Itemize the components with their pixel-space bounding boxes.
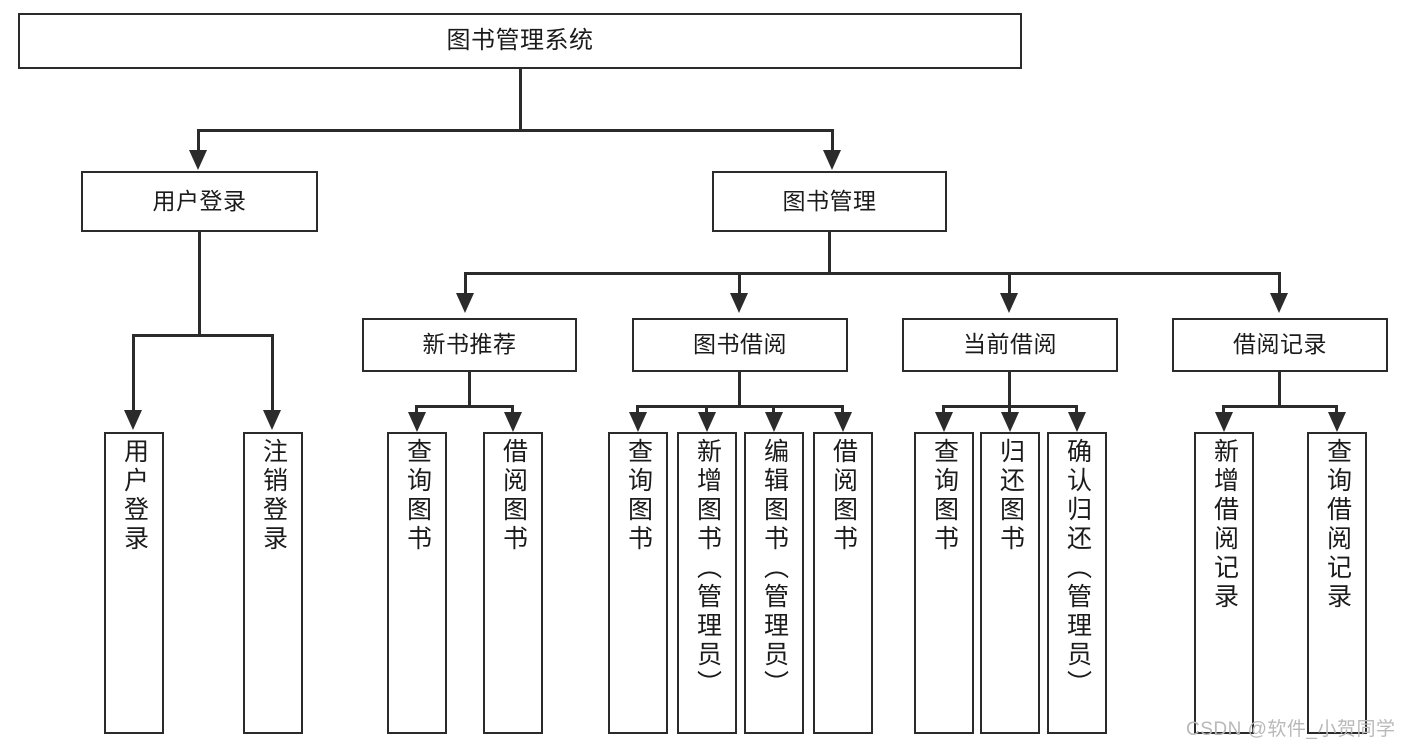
node-leaf-edit-book[interactable]: 编辑图书（管理员） xyxy=(744,432,804,734)
arrowhead-leaf-query-book-1 xyxy=(408,412,426,432)
node-leaf-return-book[interactable]: 归还图书 xyxy=(980,432,1040,734)
arrowhead-to-borrow-record xyxy=(1270,293,1288,313)
node-leaf-query-book-1[interactable]: 查询图书 xyxy=(387,432,447,734)
connector-to-user-login xyxy=(197,129,200,154)
arrowhead-leaf-borrow-book-2 xyxy=(834,412,852,432)
connector-borrow-record-bus xyxy=(1222,405,1338,408)
node-leaf-query-book-3[interactable]: 查询图书 xyxy=(914,432,974,734)
connector-current-borrow-child-1 xyxy=(942,405,945,415)
connector-to-book-borrow xyxy=(738,272,741,297)
arrowhead-leaf-return-book xyxy=(1001,412,1019,432)
connector-to-book-management xyxy=(831,129,834,154)
node-leaf-borrow-book-2[interactable]: 借阅图书 xyxy=(813,432,873,734)
connector-user-login-child-1 xyxy=(132,334,135,413)
node-book-borrow[interactable]: 图书借阅 xyxy=(632,318,848,372)
node-label: 查询图书 xyxy=(930,438,959,554)
connector-book-borrow-child-1 xyxy=(636,405,639,415)
arrowhead-leaf-borrow-book-1 xyxy=(504,412,522,432)
node-label: 编辑图书（管理员） xyxy=(760,438,789,699)
connector-book-borrow-child-3 xyxy=(772,405,775,415)
connector-new-book-recommend-bus xyxy=(415,405,514,408)
node-leaf-confirm-return[interactable]: 确认归还（管理员） xyxy=(1047,432,1107,734)
connector-current-borrow-stem xyxy=(1008,372,1011,407)
connector-new-book-recommend-child-2 xyxy=(511,405,514,415)
connector-borrow-record-child-1 xyxy=(1222,405,1225,415)
connector-borrow-record-stem xyxy=(1278,372,1281,407)
connector-user-login-bus xyxy=(132,334,274,337)
arrowhead-leaf-query-book-2 xyxy=(629,412,647,432)
arrowhead-leaf-edit-book xyxy=(765,412,783,432)
connector-level3-bus xyxy=(464,272,1281,275)
connector-root-stem xyxy=(519,69,522,131)
connector-current-borrow-child-3 xyxy=(1075,405,1078,415)
node-label: 查询借阅记录 xyxy=(1323,438,1352,612)
node-label: 查询图书 xyxy=(403,438,432,554)
node-label: 新增借阅记录 xyxy=(1210,438,1239,612)
arrowhead-leaf-add-book xyxy=(698,412,716,432)
node-book-management[interactable]: 图书管理 xyxy=(712,171,947,232)
node-label: 图书管理系统 xyxy=(446,26,594,54)
node-label: 用户登录 xyxy=(120,438,149,554)
node-label: 注销登录 xyxy=(259,438,288,554)
connector-user-login-stem xyxy=(198,232,201,336)
connector-user-login-child-2 xyxy=(271,334,274,413)
node-label: 借阅图书 xyxy=(829,438,858,554)
node-leaf-borrow-book-1[interactable]: 借阅图书 xyxy=(483,432,543,734)
node-label: 归还图书 xyxy=(996,438,1025,554)
arrowhead-to-user-login xyxy=(189,150,207,170)
node-leaf-user-login[interactable]: 用户登录 xyxy=(104,432,164,734)
arrowhead-to-book-management xyxy=(823,150,841,170)
node-leaf-add-book[interactable]: 新增图书（管理员） xyxy=(677,432,737,734)
node-label: 新书推荐 xyxy=(422,331,517,358)
arrowhead-leaf-query-book-3 xyxy=(935,412,953,432)
connector-book-borrow-bus xyxy=(636,405,844,408)
node-label: 查询图书 xyxy=(624,438,653,554)
arrowhead-leaf-query-borrow-record xyxy=(1328,412,1346,432)
node-new-book-recommend[interactable]: 新书推荐 xyxy=(362,318,577,372)
arrowhead-leaf-logout xyxy=(263,410,281,430)
node-leaf-add-borrow-record[interactable]: 新增借阅记录 xyxy=(1194,432,1254,734)
node-label: 用户登录 xyxy=(152,187,247,214)
node-label: 确认归还（管理员） xyxy=(1063,438,1092,699)
arrowhead-leaf-confirm-return xyxy=(1068,412,1086,432)
arrowhead-to-new-book-recommend xyxy=(456,293,474,313)
connector-book-management-stem xyxy=(828,232,831,274)
arrowhead-to-current-borrow xyxy=(1000,293,1018,313)
node-label: 图书借阅 xyxy=(693,331,787,358)
arrowhead-leaf-add-borrow-record xyxy=(1215,412,1233,432)
connector-book-borrow-child-2 xyxy=(705,405,708,415)
node-leaf-query-borrow-record[interactable]: 查询借阅记录 xyxy=(1307,432,1367,734)
connector-new-book-recommend-child-1 xyxy=(415,405,418,415)
node-user-login[interactable]: 用户登录 xyxy=(81,171,318,232)
node-leaf-logout[interactable]: 注销登录 xyxy=(243,432,303,734)
connector-book-borrow-child-4 xyxy=(841,405,844,415)
connector-new-book-recommend-stem xyxy=(468,372,471,407)
arrowhead-to-book-borrow xyxy=(730,293,748,313)
connector-to-borrow-record xyxy=(1278,272,1281,297)
connector-current-borrow-child-2 xyxy=(1008,405,1011,415)
node-borrow-record[interactable]: 借阅记录 xyxy=(1172,318,1388,372)
connector-to-new-book-recommend xyxy=(464,272,467,297)
connector-borrow-record-child-2 xyxy=(1335,405,1338,415)
arrowhead-leaf-user-login xyxy=(124,410,142,430)
node-root-book-management-system[interactable]: 图书管理系统 xyxy=(18,13,1022,69)
node-label: 图书管理 xyxy=(782,187,877,214)
node-label: 借阅图书 xyxy=(499,438,528,554)
node-label: 借阅记录 xyxy=(1233,331,1327,358)
connector-book-borrow-stem xyxy=(738,372,741,407)
node-label: 当前借阅 xyxy=(963,331,1057,358)
node-current-borrow[interactable]: 当前借阅 xyxy=(902,318,1118,372)
node-leaf-query-book-2[interactable]: 查询图书 xyxy=(608,432,668,734)
connector-level2-bus xyxy=(197,129,834,132)
connector-to-current-borrow xyxy=(1008,272,1011,297)
node-label: 新增图书（管理员） xyxy=(693,438,722,699)
